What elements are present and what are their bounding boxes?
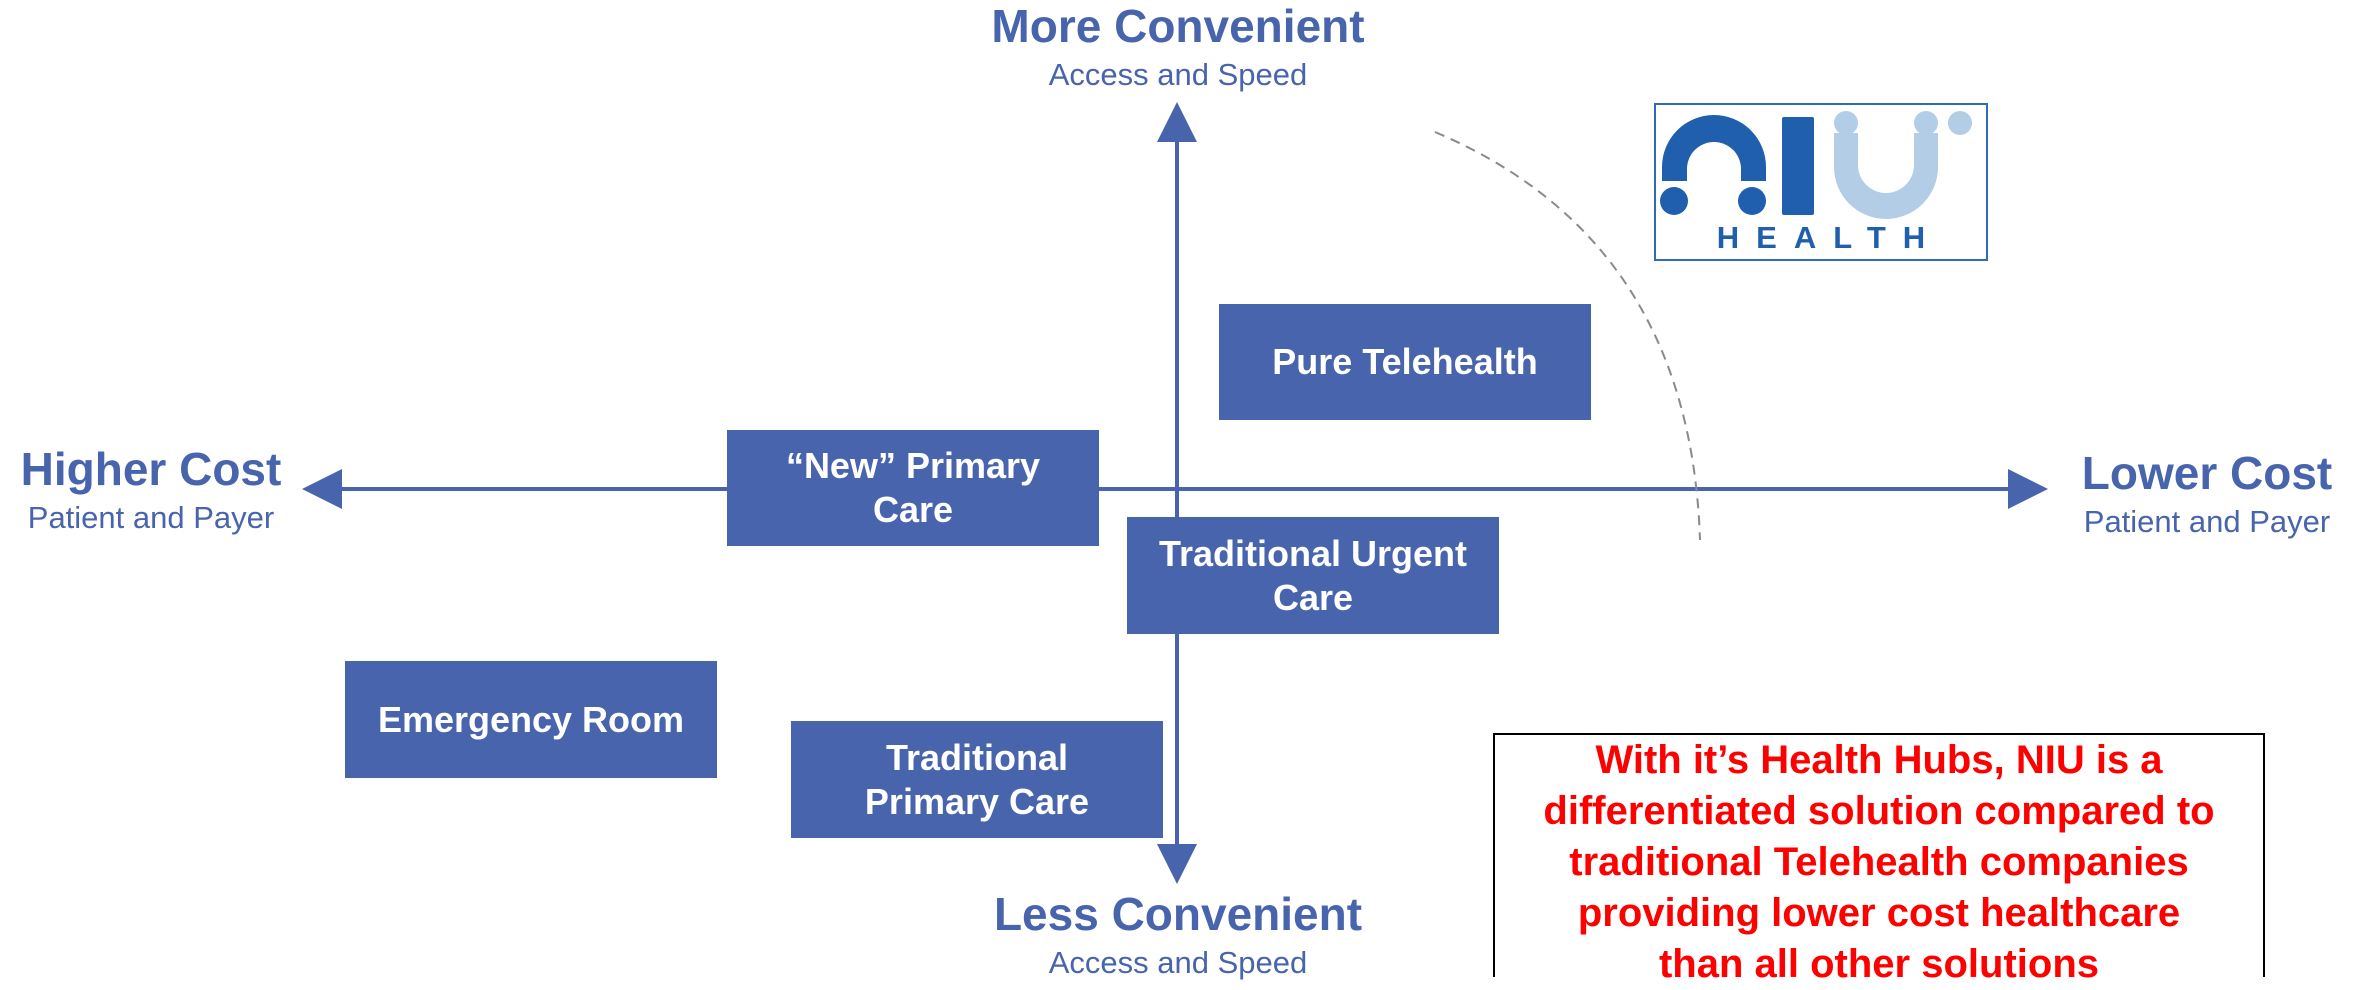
callout-line4: providing lower cost healthcare bbox=[1577, 891, 2181, 935]
emergency-room-label: Emergency Room bbox=[377, 698, 685, 740]
callout-line5: than all other solutions bbox=[1658, 942, 2100, 986]
callout-line3: traditional Telehealth companies bbox=[1569, 840, 2189, 884]
new-primary-care-box: “New” Primary Care bbox=[727, 430, 1099, 546]
trad-primary-label-line1: Traditional bbox=[885, 736, 1069, 778]
emergency-room-box: Emergency Room bbox=[345, 661, 717, 778]
callout-line1: With it’s Health Hubs, NIU is a bbox=[1595, 738, 2163, 782]
niu-health-logo: HEALTH bbox=[1654, 103, 1988, 261]
axis-bottom-subtitle: Access and Speed bbox=[1048, 945, 1308, 980]
axis-top-title: More Convenient bbox=[991, 0, 1365, 52]
new-primary-care-label-line2: Care bbox=[872, 489, 954, 530]
logo-wordmark: HEALTH bbox=[1716, 220, 1943, 255]
pure-telehealth-box: Pure Telehealth bbox=[1219, 304, 1591, 420]
trad-primary-label-line2: Primary Care bbox=[864, 780, 1090, 822]
niu-callout: With it’s Health Hubs, NIU is a differen… bbox=[1493, 733, 2265, 986]
traditional-urgent-care-box: Traditional Urgent Care bbox=[1127, 517, 1499, 634]
pure-telehealth-label: Pure Telehealth bbox=[1272, 341, 1538, 382]
callout-line2: differentiated solution compared to bbox=[1543, 789, 2215, 833]
new-primary-care-label-line1: “New” Primary bbox=[785, 445, 1041, 486]
axis-top-subtitle: Access and Speed bbox=[1048, 57, 1308, 92]
urgent-care-label-line1: Traditional Urgent bbox=[1158, 532, 1468, 574]
axis-right-subtitle: Patient and Payer bbox=[2083, 504, 2331, 539]
axis-left-subtitle: Patient and Payer bbox=[27, 500, 275, 535]
axis-bottom-title: Less Convenient bbox=[993, 888, 1363, 940]
urgent-care-label-line2: Care bbox=[1272, 576, 1354, 618]
axis-left-title: Higher Cost bbox=[20, 443, 282, 495]
niu-logo-mark-icon bbox=[1660, 111, 1972, 219]
axis-right-title: Lower Cost bbox=[2081, 447, 2333, 499]
traditional-primary-care-box: Traditional Primary Care bbox=[791, 721, 1163, 838]
dashed-arc bbox=[1434, 131, 1701, 541]
